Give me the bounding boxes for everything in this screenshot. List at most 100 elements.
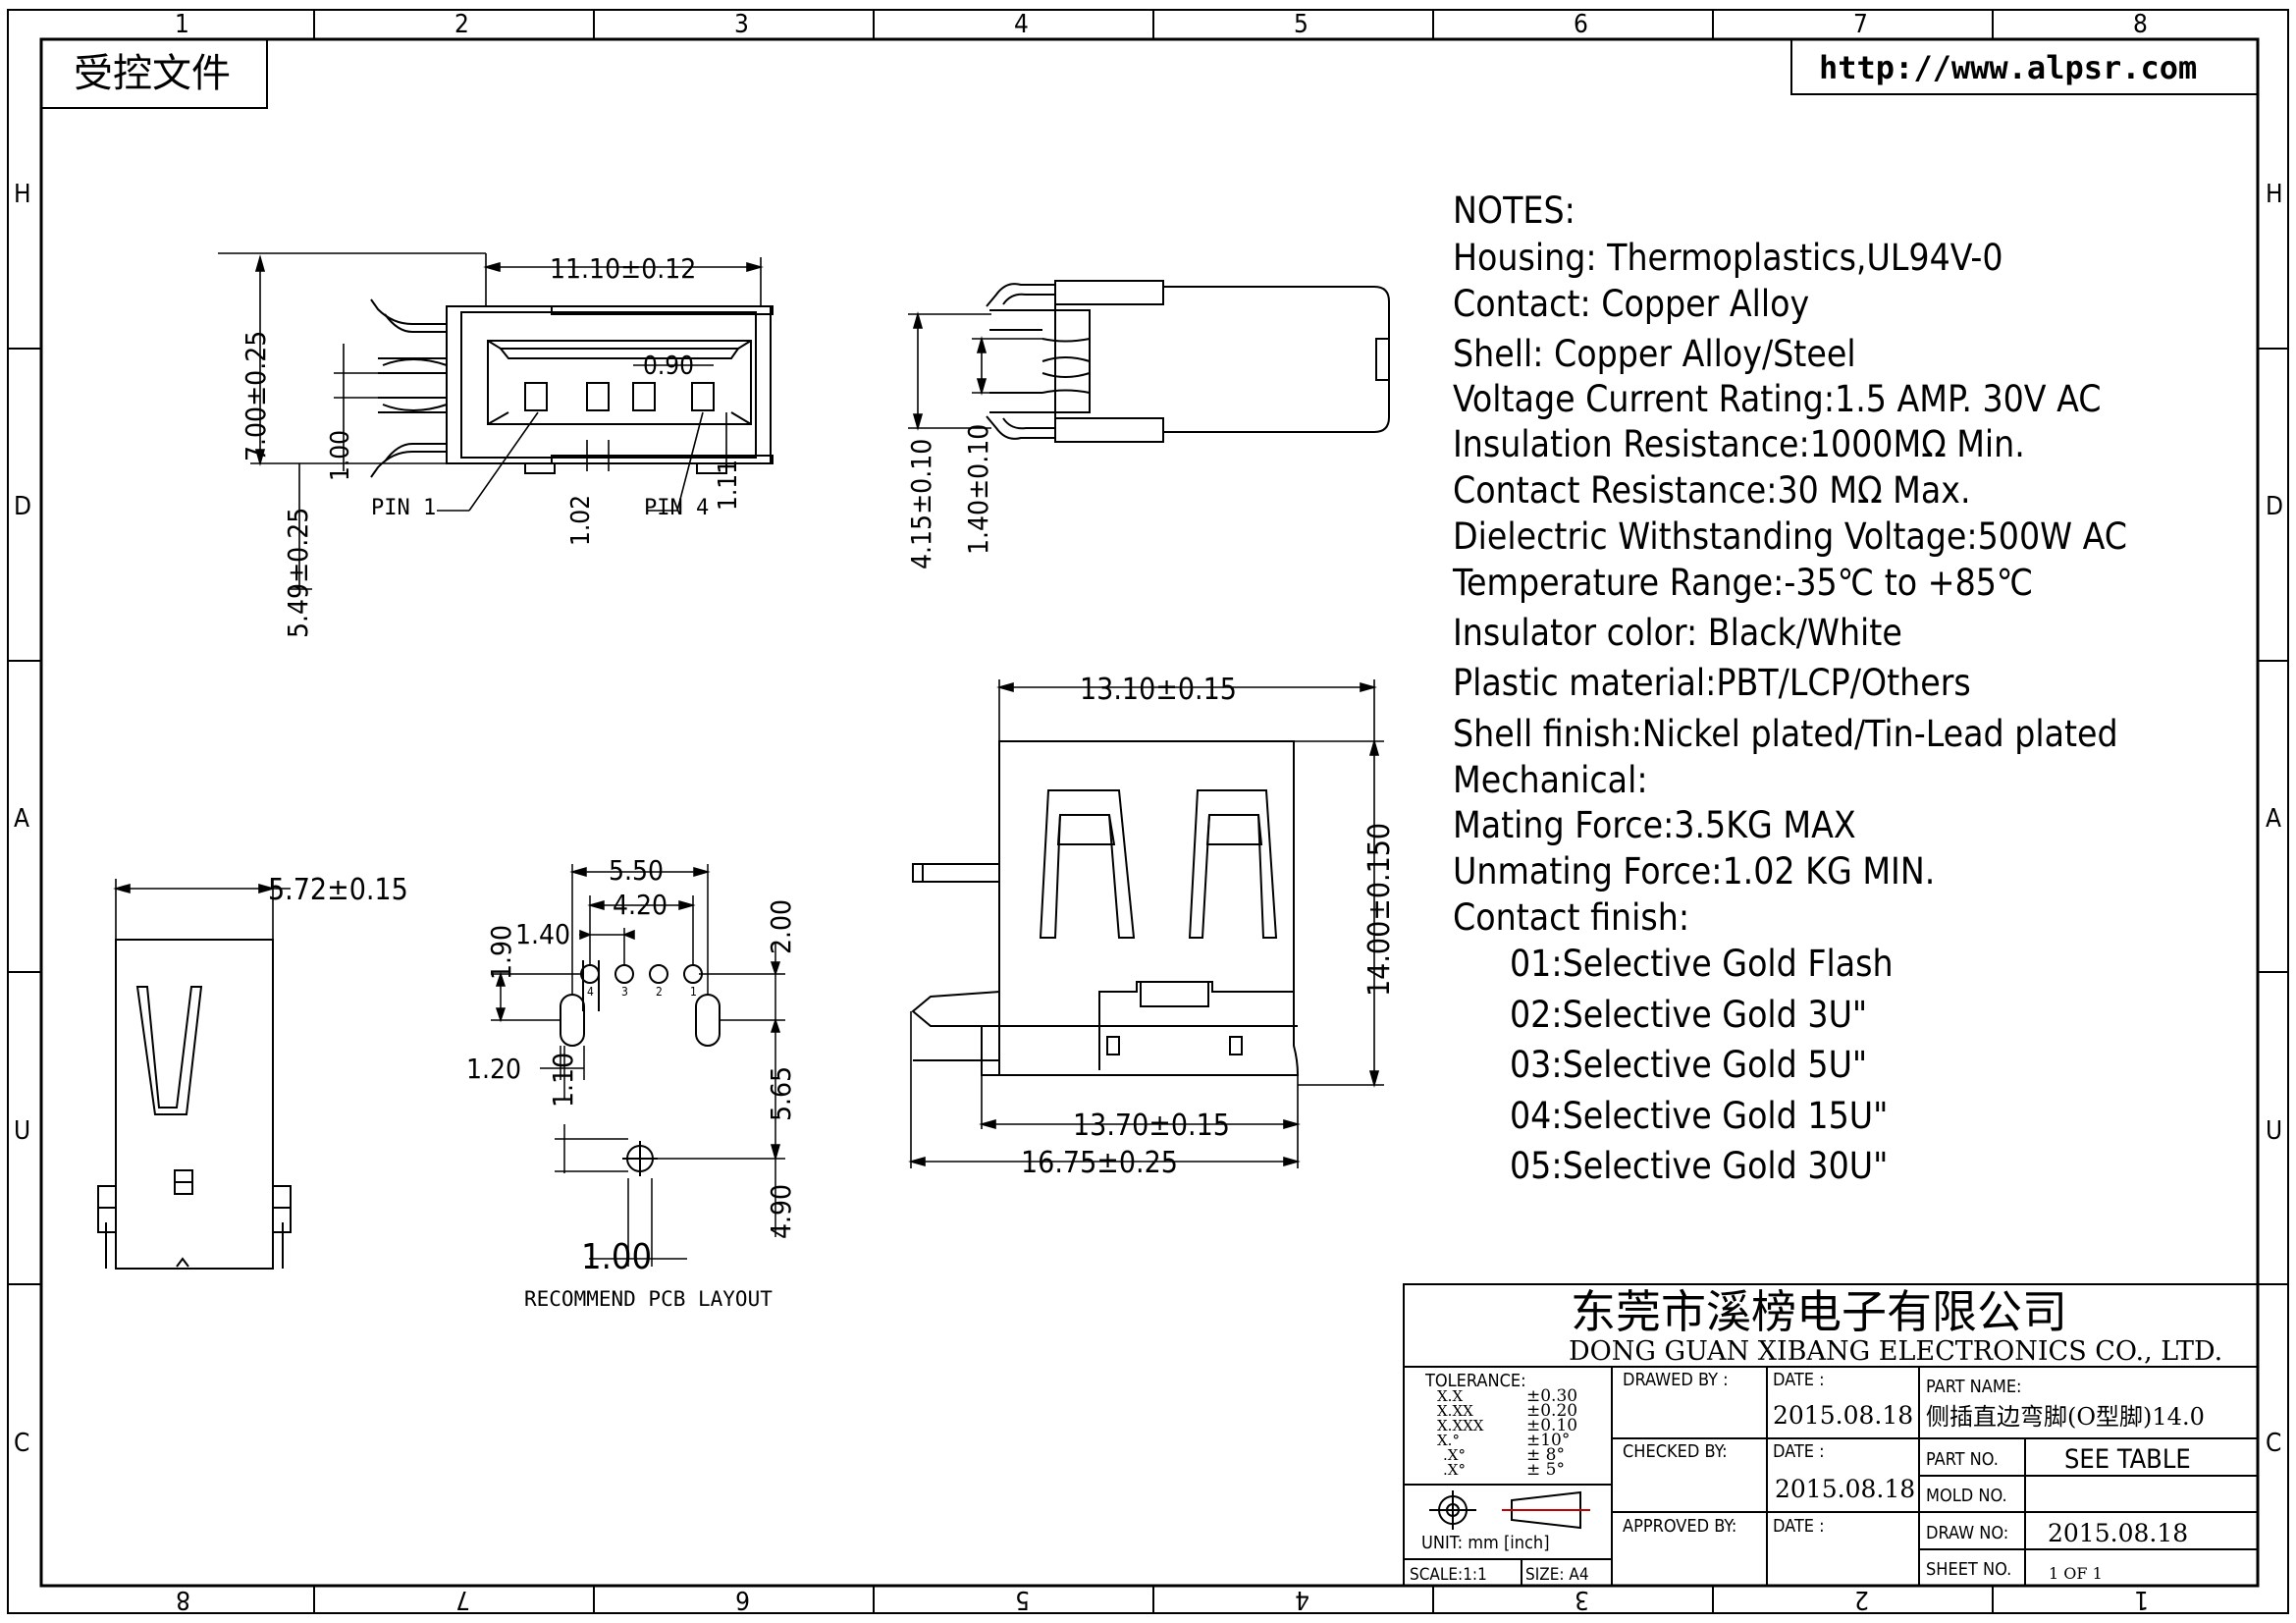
dim-label: 1.00 (581, 1237, 652, 1277)
pcb-title: RECOMMEND PCB LAYOUT (524, 1287, 773, 1311)
dim-label: 0.90 (643, 352, 694, 381)
note-line: Dielectric Withstanding Voltage:500W AC (1453, 515, 2127, 558)
dim-label: 1.11 (714, 460, 743, 511)
side-view (986, 280, 1390, 443)
date-label: DATE : (1773, 1370, 1825, 1390)
pcb-layout-dims (491, 864, 785, 1267)
dim-label: 14.00±0.150 (1362, 823, 1397, 997)
side-view-dims (908, 311, 1042, 431)
dim-label: 5.50 (609, 854, 664, 887)
col-label: 1 (2134, 1585, 2149, 1614)
note-line: Housing: Thermoplastics,UL94V-0 (1453, 237, 2003, 279)
col-label: 6 (1574, 10, 1588, 39)
col-label: 4 (1295, 1585, 1309, 1614)
col-label: 7 (455, 1585, 470, 1614)
part-no-label: PART NO. (1926, 1449, 1999, 1470)
part-no-value: SEE TABLE (2064, 1444, 2191, 1475)
part-name-label: PART NAME: (1926, 1377, 2022, 1397)
tol-value: ± 8° (1526, 1445, 1565, 1465)
col-label: 5 (1294, 10, 1308, 39)
sheet-no-value: 1 OF 1 (2049, 1564, 2103, 1583)
col-label: 2 (1854, 1585, 1869, 1614)
controlled-doc-stamp: 受控文件 (40, 38, 268, 109)
title-block-text: 东莞市溪榜电子有限公司 DONG GUAN XIBANG ELECTRONICS… (1410, 1285, 2222, 1585)
top-view-dims (908, 679, 1384, 1168)
end-view-dims (113, 879, 291, 940)
note-line: Voltage Current Rating:1.5 AMP. 30V AC (1453, 378, 2102, 420)
note-line: Temperature Range:-35℃ to +85℃ (1452, 562, 2033, 604)
dim-label: 5.49±0.25 (282, 508, 314, 638)
side-view-dim-labels: 4.15±0.10 1.40±0.10 (905, 424, 994, 569)
tol-key: X.X (1437, 1387, 1463, 1405)
row-label: D (2266, 492, 2283, 521)
finish-line: 04:Selective Gold 15U" (1510, 1095, 1888, 1137)
pcb-layout-labels: 5.50 4.20 1.40 1.90 1.20 1.10 2.00 5.65 … (466, 854, 797, 1311)
dim-label: 13.10±0.15 (1080, 673, 1237, 707)
size-label: SIZE: A4 (1525, 1565, 1589, 1585)
dim-label: 16.75±0.25 (1021, 1146, 1178, 1180)
draw-no-value: 2015.08.18 (2048, 1519, 2188, 1547)
sheet-no-label: SHEET NO. (1926, 1559, 2011, 1580)
note-line: Shell: Copper Alloy/Steel (1453, 333, 1856, 375)
tol-value: ±0.10 (1526, 1416, 1577, 1435)
row-label: H (14, 180, 31, 209)
notes: NOTES: Housing: Thermoplastics,UL94V-0 C… (1452, 189, 2127, 1187)
dim-label: 1.02 (566, 495, 596, 546)
col-label: 6 (735, 1585, 750, 1614)
pin-number: 4 (587, 985, 594, 999)
column-labels-bottom: 8 7 6 5 4 3 2 1 (176, 1585, 2149, 1614)
row-label: C (2266, 1429, 2281, 1458)
tol-key: X.° (1437, 1432, 1460, 1449)
approved-by-label: APPROVED BY: (1623, 1516, 1736, 1537)
pin-label: PIN 1 (371, 496, 436, 520)
checked-by-label: CHECKED BY: (1623, 1441, 1728, 1462)
tol-key: .X° (1443, 1461, 1466, 1479)
top-view-dim-labels: 13.10±0.15 14.00±0.150 13.70±0.15 16.75±… (1021, 673, 1397, 1180)
dim-label: 5.72±0.15 (268, 873, 408, 907)
tol-key: X.XX (1437, 1402, 1473, 1420)
col-label: 1 (175, 10, 189, 39)
dim-label: 2.00 (765, 899, 797, 954)
end-view-dim-labels: 5.72±0.15 (268, 873, 408, 907)
row-labels: H D A U C H D A U C (14, 180, 2283, 1458)
pin-number: 1 (690, 985, 697, 999)
row-label: A (14, 804, 29, 834)
note-line: Shell finish:Nickel plated/Tin-Lead plat… (1453, 713, 2118, 755)
dim-label: 1.20 (466, 1053, 521, 1085)
dim-label: 1.10 (547, 1053, 579, 1108)
tol-value: ± 5° (1526, 1460, 1565, 1480)
col-label: 4 (1014, 10, 1029, 39)
row-label: H (2266, 180, 2283, 209)
finish-line: 03:Selective Gold 5U" (1510, 1044, 1867, 1086)
title-block (1403, 1283, 2259, 1587)
row-label: U (14, 1116, 30, 1146)
dim-label: 1.00 (326, 430, 355, 481)
finish-line: 05:Selective Gold 30U" (1510, 1145, 1888, 1187)
note-line: Insulator color: Black/White (1453, 612, 1902, 654)
note-line: Contact finish: (1453, 896, 1689, 939)
note-line: Mating Force:3.5KG MAX (1453, 804, 1856, 846)
dim-label: 1.40±0.10 (962, 424, 994, 555)
date-label: DATE : (1773, 1441, 1825, 1462)
row-label: A (2266, 804, 2281, 834)
note-line: Mechanical: (1453, 759, 1648, 801)
drawn-by-label: DRAWED BY : (1623, 1370, 1729, 1390)
pin-label: PIN 4 (644, 496, 709, 520)
finish-line: 02:Selective Gold 3U" (1510, 994, 1867, 1036)
tol-value: ±0.20 (1526, 1401, 1577, 1421)
unit-label: UNIT: mm [inch] (1421, 1533, 1550, 1553)
dim-label: 13.70±0.15 (1073, 1109, 1230, 1143)
company-name-cn: 东莞市溪榜电子有限公司 (1571, 1285, 2067, 1338)
col-label: 5 (1015, 1585, 1030, 1614)
dim-label: 11.10±0.12 (550, 252, 696, 285)
dim-label: 1.40 (515, 918, 570, 950)
dim-label: 7.00±0.25 (240, 331, 272, 461)
url-box: http://www.alpsr.com (1790, 38, 2259, 95)
tol-key: X.XXX (1437, 1417, 1484, 1434)
dim-label: 4.90 (765, 1184, 797, 1239)
col-label: 3 (734, 10, 749, 39)
drawn-date: 2015.08.18 (1773, 1401, 1913, 1430)
column-labels-top: 1 2 3 4 5 6 7 8 (175, 10, 2148, 39)
col-label: 8 (176, 1585, 190, 1614)
